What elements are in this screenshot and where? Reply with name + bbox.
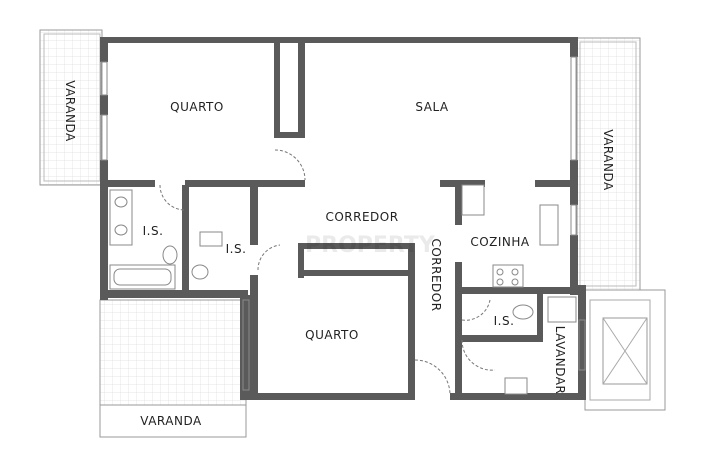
label-is-right: I.S.	[494, 314, 515, 328]
windows	[100, 56, 586, 391]
label-quarto-top: QUARTO	[170, 100, 224, 114]
varanda-bottom	[99, 299, 247, 438]
label-corredor-vertical: CORREDOR	[429, 238, 443, 311]
label-quarto-bottom: QUARTO	[305, 328, 359, 342]
label-is-middle: I.S.	[226, 242, 247, 256]
label-is-left: I.S.	[143, 224, 164, 238]
varanda-left	[39, 29, 103, 186]
watermark-logo: PROPERTY	[305, 233, 436, 258]
label-varanda-bottom: VARANDA	[140, 414, 202, 428]
fixtures	[109, 149, 577, 396]
label-corredor-horizontal: CORREDOR	[325, 210, 398, 224]
walls	[100, 37, 586, 400]
label-sala: SALA	[415, 100, 449, 114]
balcony-small-right	[584, 289, 666, 411]
label-cozinha: COZINHA	[470, 235, 530, 249]
label-varanda-right: VARANDA	[601, 129, 615, 191]
label-lavandar: LAVANDAR	[553, 326, 567, 395]
varanda-right	[575, 37, 641, 291]
label-varanda-left: VARANDA	[63, 80, 77, 142]
